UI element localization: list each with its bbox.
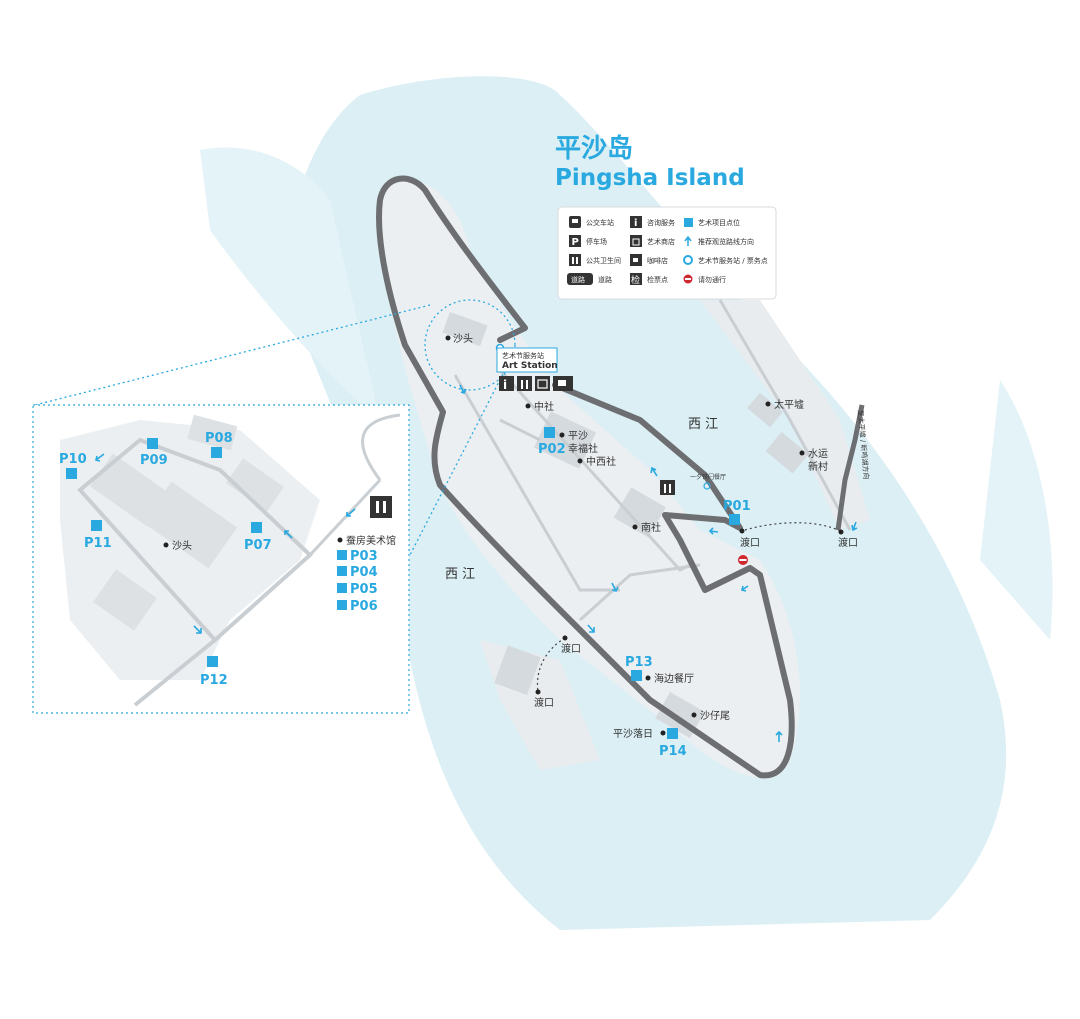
- checkpoint-icon: [630, 273, 642, 285]
- inset-label-shatou: 沙头: [172, 540, 192, 552]
- title-en: Pingsha Island: [555, 165, 745, 191]
- label-canfang: 蚕房美术馆: [346, 534, 396, 547]
- facility-icons: i: [499, 376, 675, 495]
- p10-label: P10: [59, 452, 87, 467]
- toilet-icon: [569, 254, 581, 266]
- p03-label: P03: [350, 549, 378, 564]
- p09-marker[interactable]: [147, 438, 158, 449]
- station-icon: [683, 255, 693, 265]
- legend-no-entry: 请勿通行: [698, 275, 726, 284]
- legend-station: 艺术节服务站 / 票务点: [698, 256, 768, 265]
- legend-route-dir: 推荐观览路线方向: [698, 237, 754, 246]
- label-river-east: 西 江: [688, 417, 718, 432]
- label-ferry-1: 渡口: [740, 536, 760, 549]
- toilet-icon: [370, 496, 392, 518]
- label-taipingxu: 太平墟: [774, 398, 804, 411]
- legend: 公交车站 P 停车场 公共卫生间 道路 道路 i 咨询服务 艺术商店 咖啡店 检…: [557, 206, 777, 300]
- roads: [453, 299, 852, 622]
- p14-label: P14: [659, 744, 687, 759]
- label-xincun: 新村: [808, 460, 828, 473]
- p02-label: P02: [538, 442, 566, 457]
- label-zhongshe: 中社: [534, 400, 554, 413]
- label-pingsha: 平沙: [568, 430, 588, 442]
- label-xingfushe: 幸福社: [568, 442, 598, 455]
- ferry-routes: [536, 522, 843, 693]
- art-point-icon: [684, 218, 693, 227]
- label-shatou: 沙头: [453, 333, 473, 345]
- p05-label: P05: [350, 582, 378, 597]
- p07-marker[interactable]: [251, 522, 262, 533]
- art-points-main[interactable]: P01 P02 P13 P14: [538, 427, 751, 759]
- p12-label: P12: [200, 673, 228, 688]
- zoom-indicator: [34, 299, 516, 556]
- p13-marker[interactable]: [631, 670, 642, 681]
- parking-icon: [569, 235, 581, 247]
- road-icon-text: 道路: [571, 275, 585, 284]
- legend-info: 咨询服务: [647, 218, 675, 227]
- legend-art-point: 艺术项目点位: [698, 218, 740, 227]
- parking-icon-letter: P: [572, 237, 579, 248]
- checkpoint-icon-text: 检: [631, 274, 640, 286]
- legend-checkpoint: 检票点: [647, 275, 668, 284]
- art-points-inset[interactable]: P03 P04 P05 P06 P07 P08 P09 P10 P11 P12: [59, 431, 378, 688]
- p04-label: P04: [350, 565, 378, 580]
- p04-marker[interactable]: [337, 566, 347, 576]
- p10-marker[interactable]: [66, 468, 77, 479]
- label-ferry-2: 渡口: [838, 536, 858, 549]
- p06-label: P06: [350, 599, 378, 614]
- legend-box: [557, 206, 777, 300]
- art-station-zh: 艺术节服务站: [502, 351, 544, 360]
- p06-marker[interactable]: [337, 600, 347, 610]
- road-icon: [567, 273, 593, 285]
- label-shuiyun: 水运: [808, 448, 828, 460]
- toilet-icon-2: [660, 480, 675, 495]
- p01-label: P01: [723, 499, 751, 514]
- legend-road: 道路: [598, 275, 612, 284]
- p08-label: P08: [205, 431, 233, 446]
- label-nanshe: 南社: [641, 521, 661, 534]
- p03-marker[interactable]: [337, 550, 347, 560]
- gift-icon: [535, 376, 550, 391]
- p01-marker[interactable]: [729, 514, 740, 525]
- legend-toilet: 公共卫生间: [586, 256, 621, 265]
- p02-marker[interactable]: [544, 427, 555, 438]
- route-arrow-icon: [684, 235, 692, 246]
- info-icon: [499, 376, 514, 391]
- label-shazaiwei: 沙仔尾: [700, 710, 730, 722]
- p14-marker[interactable]: [667, 728, 678, 739]
- title-zh: 平沙岛: [555, 133, 633, 164]
- label-pingsha-sunset: 平沙落日: [613, 728, 653, 740]
- art-station-en: Art Station: [502, 361, 558, 371]
- art-station[interactable]: 艺术节服务站 Art Station: [495, 343, 558, 373]
- p05-marker[interactable]: [337, 583, 347, 593]
- info-icon-letter: i: [503, 378, 507, 392]
- no-entry-icon: [738, 555, 748, 565]
- island-land: [380, 179, 870, 779]
- info-icon-letter: i: [634, 218, 637, 229]
- label-river-west: 西 江: [445, 567, 475, 582]
- p11-marker[interactable]: [91, 520, 102, 531]
- legend-cafe: 咖啡店: [647, 256, 668, 265]
- p07-label: P07: [244, 538, 272, 553]
- direction-arrows: [459, 384, 858, 742]
- label-haibian: 海边餐厅: [654, 672, 694, 685]
- p12-marker[interactable]: [207, 656, 218, 667]
- toilet-icon: [517, 376, 532, 391]
- legend-art-shop: 艺术商店: [647, 237, 675, 246]
- road-to-taipingxu: [835, 404, 865, 531]
- p09-label: P09: [140, 453, 168, 468]
- legend-bus: 公交车站: [586, 218, 614, 227]
- p13-label: P13: [625, 655, 653, 670]
- p11-label: P11: [84, 536, 112, 551]
- p08-marker[interactable]: [211, 447, 222, 458]
- label-ferry-3: 渡口: [561, 642, 581, 655]
- info-icon: [630, 216, 642, 228]
- label-zhongxishe: 中西社: [586, 455, 616, 468]
- recommended-route: [376, 175, 795, 779]
- place-labels: 沙头 中社 平沙 幸福社 中西社 南社 太平墟 水运 新村 一夕铁闩餐厅 渡口 …: [445, 333, 871, 740]
- legend-parking: 停车场: [586, 237, 607, 246]
- label-ferry-4: 渡口: [534, 696, 554, 709]
- label-small-restaurant: 一夕铁闩餐厅: [690, 473, 726, 481]
